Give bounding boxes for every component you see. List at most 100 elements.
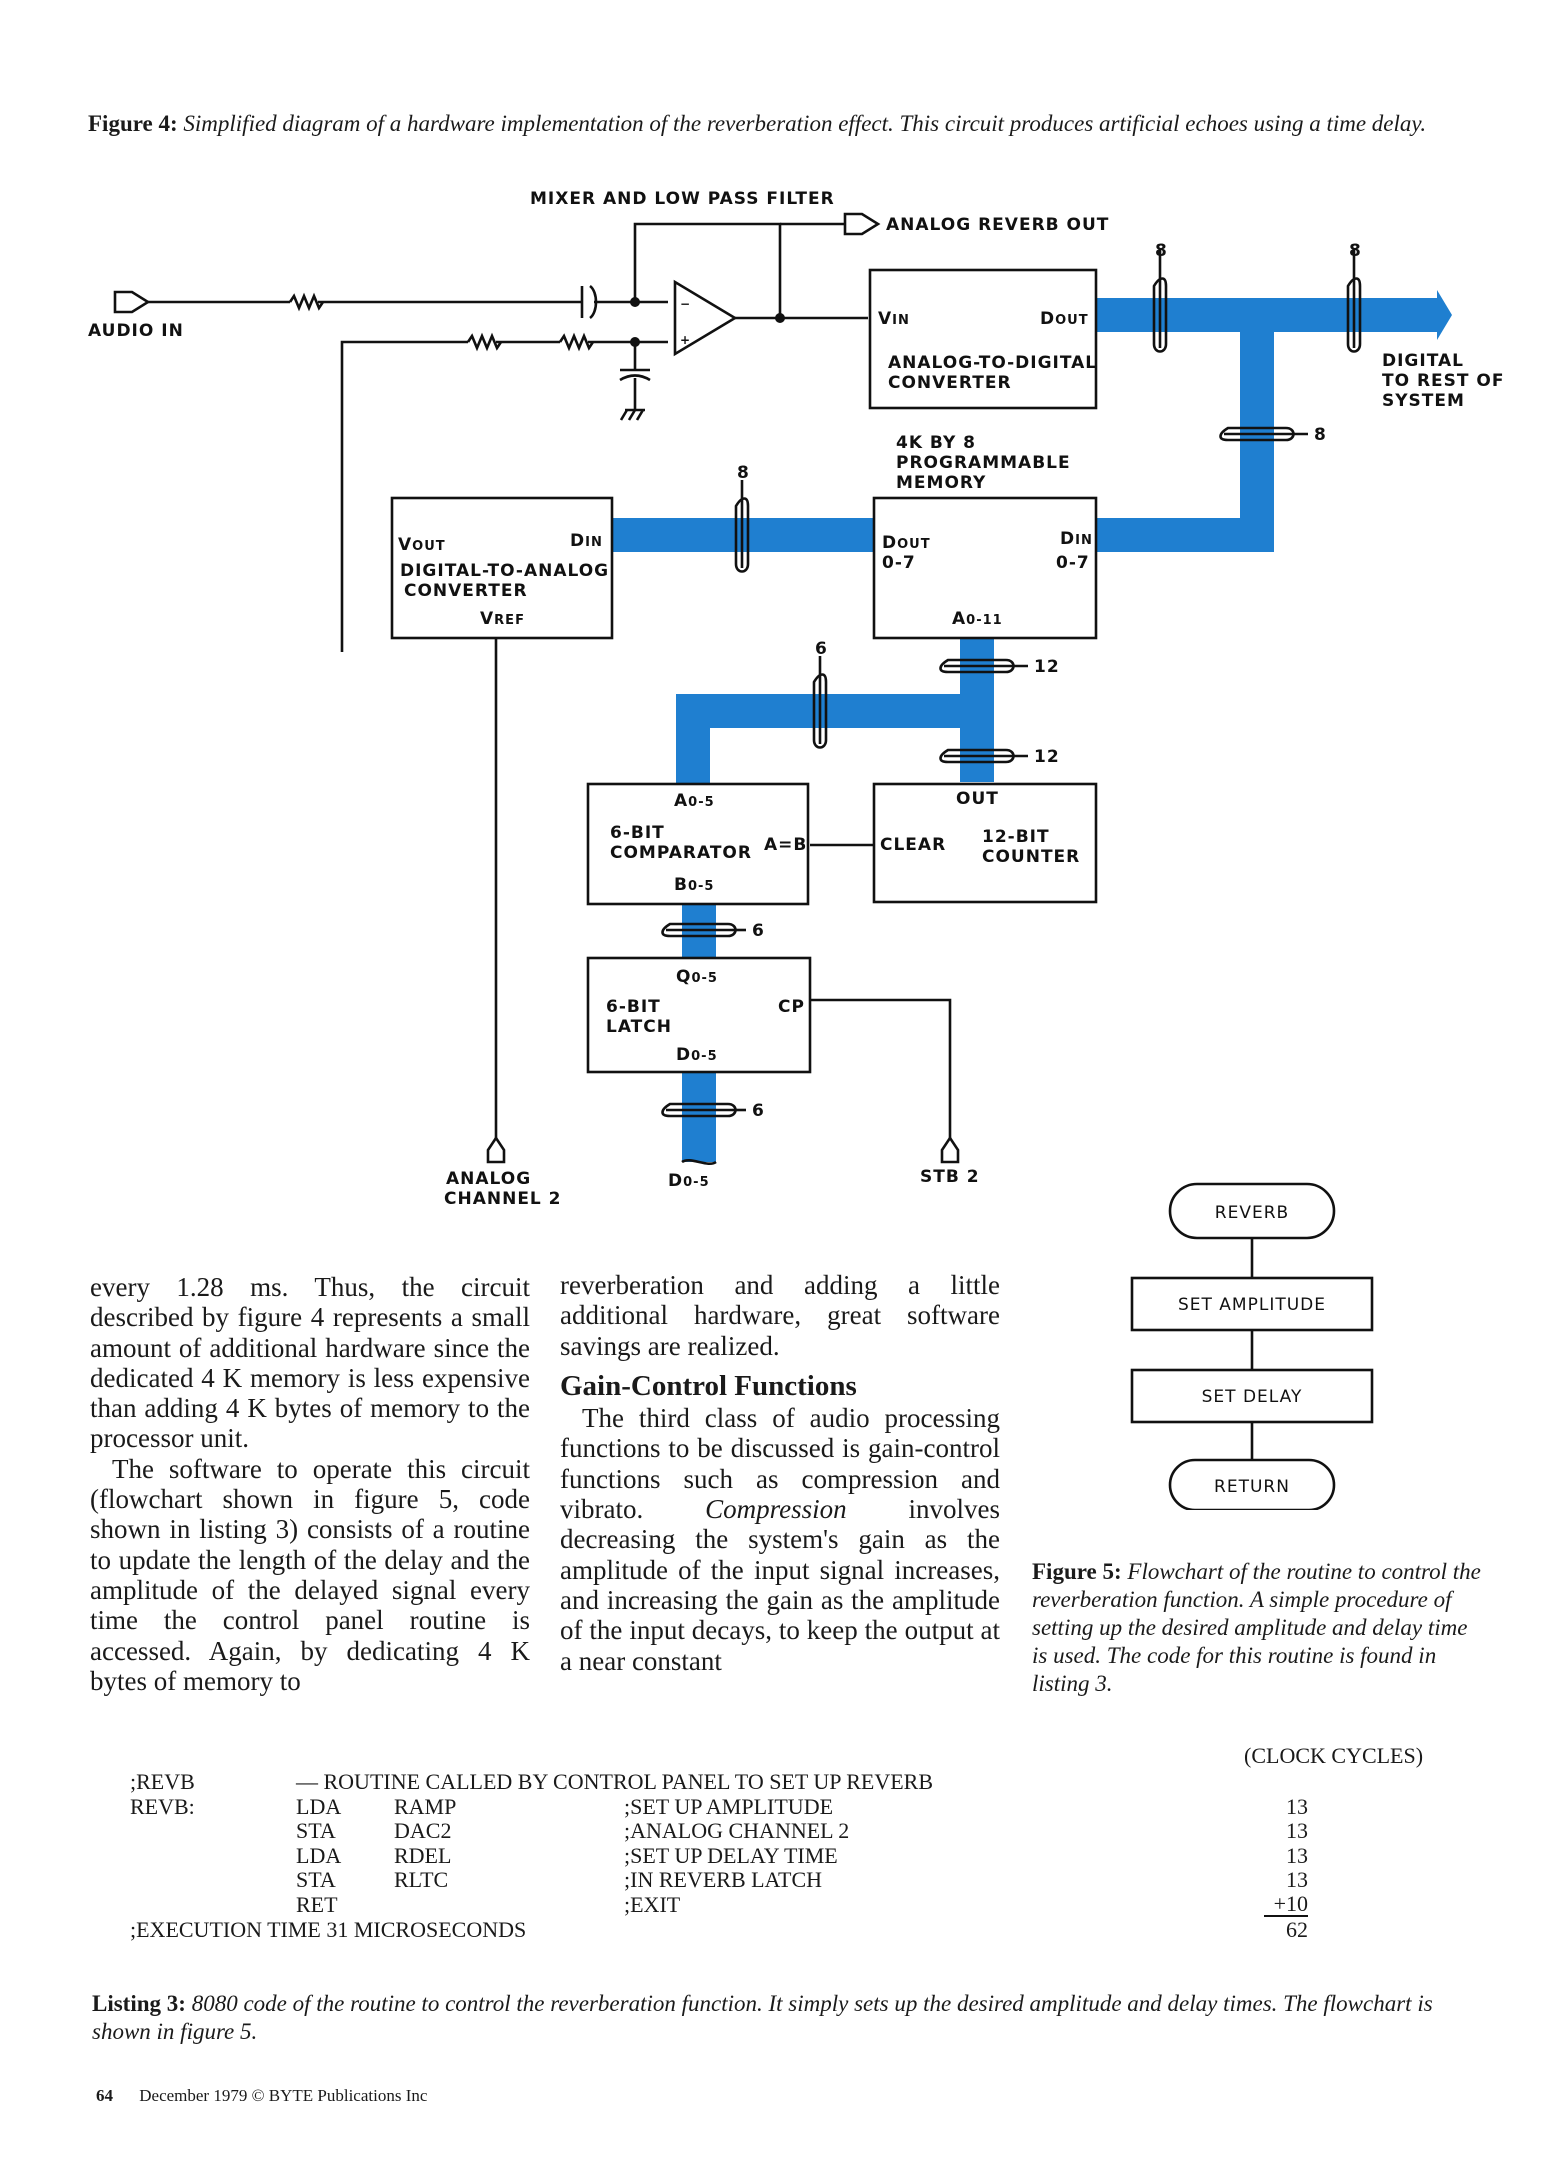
listing-op: RET <box>296 1892 338 1917</box>
svg-text:B0-5: B0-5 <box>674 875 714 895</box>
svg-text:6: 6 <box>752 1101 765 1121</box>
figure4-caption: Figure 4: Simplified diagram of a hardwa… <box>88 110 1478 138</box>
listing3-caption: Listing 3: 8080 code of the routine to c… <box>92 1991 1433 2044</box>
svg-text:CLEAR: CLEAR <box>880 835 946 855</box>
section-heading: Gain-Control Functions <box>560 1369 857 1402</box>
listing-cycles: 13 <box>1286 1867 1308 1893</box>
svg-text:DOUT: DOUT <box>882 533 931 553</box>
listing-label: ;EXECUTION TIME 31 MICROSECONDS <box>130 1916 527 1942</box>
listing-arg: DAC2 <box>394 1818 452 1844</box>
bus-width-12: 12 <box>1034 657 1060 677</box>
svg-text:−: − <box>680 297 690 311</box>
listing-comment: ;IN REVERB LATCH <box>624 1867 822 1893</box>
wires <box>140 222 952 1150</box>
listing-cycles: 13 <box>1286 1793 1308 1819</box>
listing-arg: RLTC <box>394 1867 449 1893</box>
memory-title-1: 4K BY 8 <box>896 433 976 453</box>
reverb-circuit-diagram: − + AUDIO IN ANALOG REVERB OUT MIXER AND… <box>88 189 1504 1209</box>
listing-arg: RDEL <box>394 1842 452 1868</box>
listing-line: STA RLTC ;IN REVERB LATCH 13 <box>130 1868 1380 1893</box>
dac-name-1: DIGITAL-TO-ANALOG <box>400 561 609 581</box>
comparator-box <box>586 782 810 906</box>
analog-channel-label-1: ANALOG <box>446 1169 531 1189</box>
counter-box <box>872 782 1098 904</box>
svg-text:DIN: DIN <box>570 531 603 551</box>
opamp <box>673 279 738 357</box>
listing-label: REVB: <box>130 1793 195 1819</box>
svg-text:0-7: 0-7 <box>1056 553 1090 573</box>
svg-text:8: 8 <box>1349 241 1362 261</box>
figure4-caption-text: Simplified diagram of a hardware impleme… <box>183 111 1427 136</box>
svg-text:A0-5: A0-5 <box>674 791 715 811</box>
adc-box <box>868 268 1098 410</box>
memory-box <box>872 496 1098 640</box>
svg-text:D0-5: D0-5 <box>668 1171 710 1191</box>
listing-label: ;REVB <box>130 1769 195 1794</box>
listing-cycles: 62 <box>1286 1916 1308 1942</box>
listing-line: LDA RDEL ;SET UP DELAY TIME 13 <box>130 1842 1380 1869</box>
reverb-flowchart: REVERB SET AMPLITUDE SET DELAY RETURN <box>1130 1182 1374 1510</box>
body-column-2: reverberation and adding a little additi… <box>560 1270 1000 1676</box>
page-number: 64 <box>96 2086 113 2105</box>
page-footer: 64 December 1979 © BYTE Publications Inc <box>96 2086 427 2106</box>
memory-title-2: PROGRAMMABLE <box>896 453 1071 473</box>
footer-text: December 1979 © BYTE Publications Inc <box>139 2086 428 2105</box>
bus-width-markers <box>661 250 1362 1118</box>
svg-text:DIN: DIN <box>1060 529 1093 549</box>
svg-text:SET DELAY: SET DELAY <box>1202 1387 1303 1407</box>
svg-text:+: + <box>680 333 690 347</box>
svg-text:Q0-5: Q0-5 <box>676 967 718 987</box>
digital-out-label-3: SYSTEM <box>1382 391 1465 411</box>
listing-comment: ;SET UP AMPLITUDE <box>624 1793 834 1819</box>
listing-op: — ROUTINE CALLED BY CONTROL PANEL TO SET… <box>296 1769 934 1794</box>
figure5-caption: Figure 5: Flowchart of the routine to co… <box>1032 1559 1481 1696</box>
reverb-out-terminal <box>843 212 881 236</box>
svg-text:A0-11: A0-11 <box>952 609 1003 629</box>
analog-reverb-out-label: ANALOG REVERB OUT <box>886 215 1109 235</box>
svg-text:REVERB: REVERB <box>1215 1203 1289 1223</box>
listing-cycles: 13 <box>1286 1842 1308 1868</box>
svg-text:VIN: VIN <box>878 309 910 329</box>
listing-line: ;REVB — ROUTINE CALLED BY CONTROL PANEL T… <box>130 1769 1380 1795</box>
svg-text:A=B: A=B <box>764 835 807 855</box>
svg-text:D0-5: D0-5 <box>676 1045 718 1065</box>
svg-text:VOUT: VOUT <box>398 535 446 555</box>
figure4-label: Figure 4: <box>88 111 178 136</box>
memory-title-3: MEMORY <box>896 473 986 493</box>
svg-text:RETURN: RETURN <box>1214 1477 1290 1497</box>
adc-name-1: ANALOG-TO-DIGITAL <box>888 353 1097 373</box>
svg-text:COMPARATOR: COMPARATOR <box>610 843 752 863</box>
dac-name-2: CONVERTER <box>404 581 528 601</box>
bus-width-6: 6 <box>815 639 828 659</box>
body-column-1: every 1.28 ms. Thus, the circuit describ… <box>90 1272 530 1696</box>
listing-op: LDA <box>296 1842 342 1868</box>
listing-op: STA <box>296 1818 336 1844</box>
audio-in-label: AUDIO IN <box>88 321 184 341</box>
svg-text:8: 8 <box>737 463 750 483</box>
svg-text:SET AMPLITUDE: SET AMPLITUDE <box>1178 1295 1326 1315</box>
listing-line: RET;EXIT+10 <box>130 1892 1380 1918</box>
svg-text:OUT: OUT <box>956 789 999 809</box>
listing-line: ;EXECUTION TIME 31 MICROSECONDS 62 <box>130 1916 1380 1943</box>
svg-text:12: 12 <box>1034 747 1060 767</box>
digital-out-label-1: DIGITAL <box>1382 351 1464 371</box>
svg-text:DOUT: DOUT <box>1040 309 1089 329</box>
adc-name-2: CONVERTER <box>888 373 1012 393</box>
analog-channel-label-2: CHANNEL 2 <box>444 1189 562 1209</box>
svg-text:12-BIT: 12-BIT <box>982 827 1050 847</box>
audio-in-terminal <box>113 290 151 314</box>
clock-cycles-header: (CLOCK CYCLES) <box>1244 1743 1424 1768</box>
latch-box <box>586 956 812 1074</box>
svg-text:6-BIT: 6-BIT <box>610 823 665 843</box>
svg-text:6: 6 <box>752 921 765 941</box>
svg-text:6-BIT: 6-BIT <box>606 997 661 1017</box>
svg-text:0-7: 0-7 <box>882 553 916 573</box>
listing-comment: ;SET UP DELAY TIME <box>624 1842 838 1868</box>
listing-cycles: +10 <box>1264 1893 1308 1917</box>
svg-text:COUNTER: COUNTER <box>982 847 1080 867</box>
svg-text:8: 8 <box>1314 425 1327 445</box>
svg-text:CP: CP <box>778 997 805 1017</box>
listing-op: STA <box>296 1867 336 1893</box>
